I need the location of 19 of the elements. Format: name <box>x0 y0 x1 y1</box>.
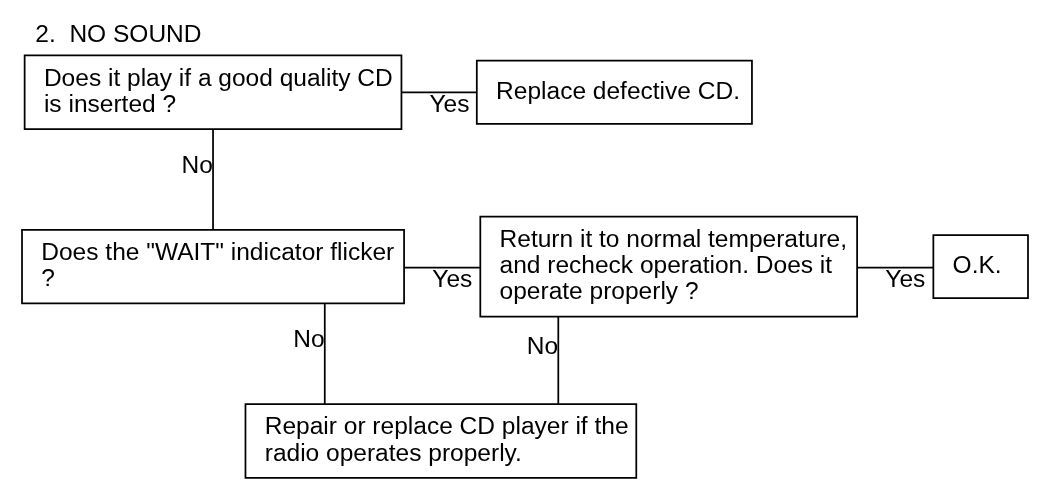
connector <box>212 128 214 231</box>
diagram-title: 2. NO SOUND <box>35 19 202 47</box>
edge-label: No <box>293 325 325 353</box>
node-box: Return it to normal temperature, and recheck operation. Does it operate properly ? <box>479 215 858 318</box>
connector <box>856 266 934 269</box>
edge-label: No <box>181 150 213 178</box>
node-box: O.K. <box>932 234 1029 300</box>
edge-label: Yes <box>432 265 473 293</box>
connector <box>557 315 560 405</box>
node-box: Does the "WAIT" indicator flicker ? <box>21 228 405 305</box>
connector <box>403 266 481 269</box>
edge-label: No <box>526 331 559 359</box>
connector <box>401 91 478 94</box>
connector <box>323 302 326 405</box>
node-box: Does it play if a good quality CD is inserted ? <box>23 54 403 130</box>
edge-label: Yes <box>429 89 470 117</box>
node-box: Replace defective CD. <box>475 59 753 125</box>
node-box: Repair or replace CD player if the radio operates properly. <box>244 403 638 479</box>
edge-label: Yes <box>885 265 926 293</box>
